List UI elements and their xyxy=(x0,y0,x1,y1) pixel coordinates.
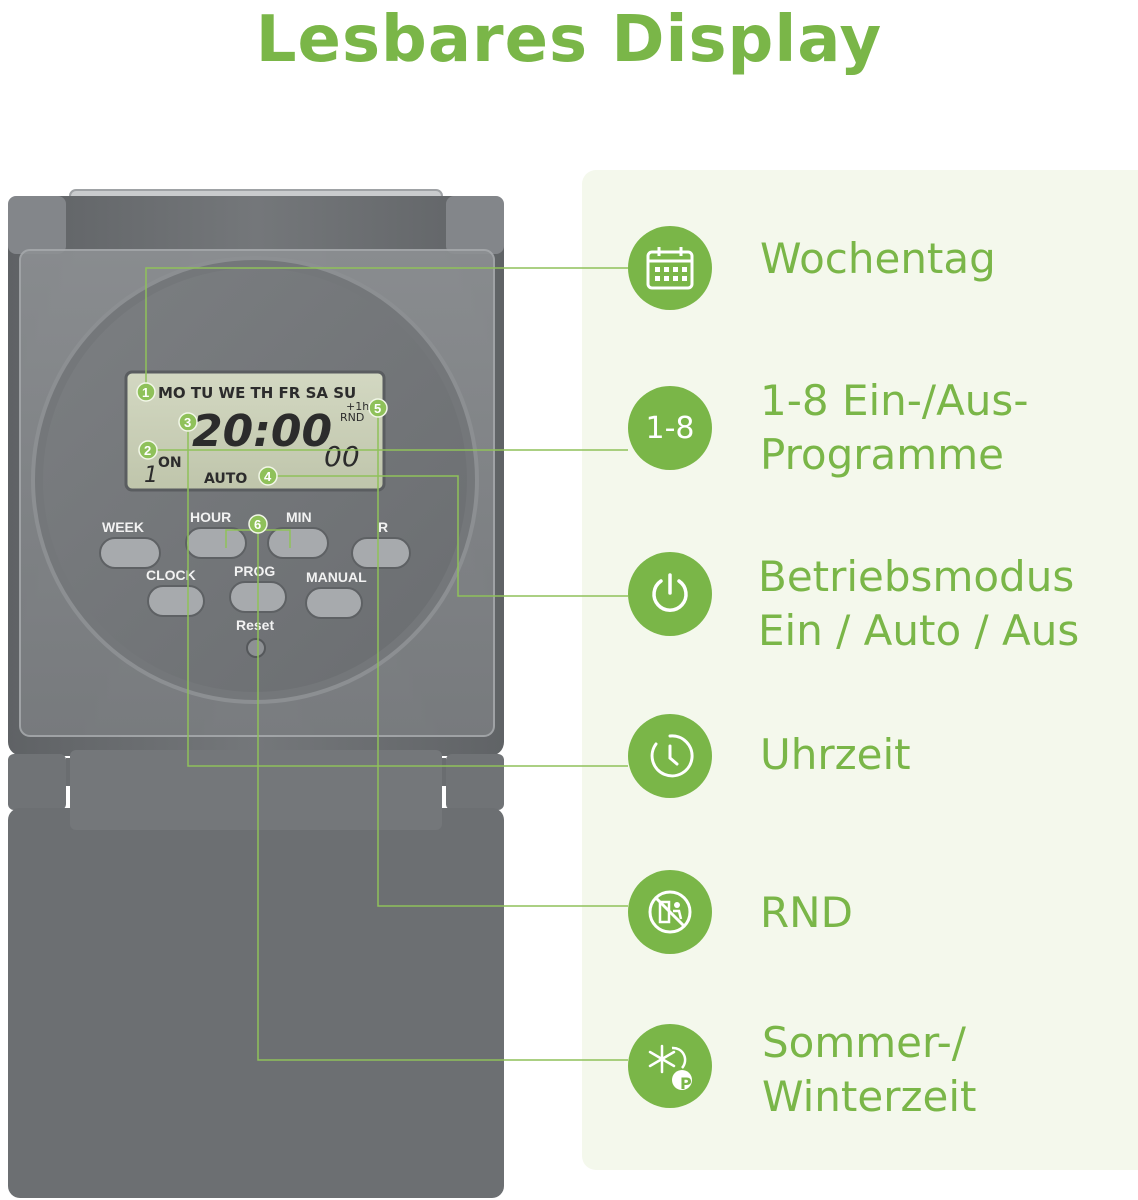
page-title: Lesbares Display xyxy=(255,3,883,77)
callout-line-6b xyxy=(257,524,628,1061)
program-count-icon-text: 1-8 xyxy=(645,410,695,446)
manual-button[interactable] xyxy=(305,587,363,619)
svg-text:6: 6 xyxy=(254,517,261,532)
svg-text:1: 1 xyxy=(142,385,149,400)
lcd-rnd: RND xyxy=(340,411,364,424)
lcd-screen xyxy=(124,370,386,492)
feature-2-line2: Programme xyxy=(760,430,1004,479)
reset-button[interactable] xyxy=(246,638,266,658)
hour-button[interactable] xyxy=(185,527,247,559)
button-label-week: WEEK xyxy=(102,519,144,535)
button-label-min: MIN xyxy=(286,509,312,525)
clock-icon xyxy=(628,714,712,798)
svg-text:3: 3 xyxy=(184,415,191,430)
feature-1-line1: Wochentag xyxy=(760,234,996,283)
socket-flap-inner xyxy=(70,750,442,830)
badge-6: 6 xyxy=(248,514,268,534)
callout-line-5 xyxy=(377,408,628,907)
feature-2-line1: 1-8 Ein-/Aus- xyxy=(760,376,1029,425)
summer-winter-icon: P xyxy=(628,1024,712,1108)
svg-text:5: 5 xyxy=(374,401,381,416)
callout-line-4 xyxy=(268,475,628,597)
lower-hinge-right xyxy=(446,754,504,810)
feature-label-programme: 1-8 Ein-/Aus- Programme xyxy=(760,374,1028,482)
badge-3: 3 xyxy=(178,412,198,432)
feature-label-sommer-winterzeit: Sommer-/ Winterzeit xyxy=(762,1016,977,1124)
feature-label-betriebsmodus: Betriebsmodus Ein / Auto / Aus xyxy=(758,550,1079,658)
lower-hinge-left xyxy=(8,754,66,810)
program-count-icon: 1-8 xyxy=(628,386,712,470)
badge-4: 4 xyxy=(258,466,278,486)
r-button[interactable] xyxy=(351,537,411,569)
socket-flap[interactable] xyxy=(8,808,504,1198)
button-label-manual: MANUAL xyxy=(306,569,367,585)
button-label-clock: CLOCK xyxy=(146,567,196,583)
callout-line-3 xyxy=(187,424,628,767)
feature-5-line1: RND xyxy=(760,888,853,937)
lcd-plus1h: +1h xyxy=(346,400,369,413)
feature-label-uhrzeit: Uhrzeit xyxy=(760,728,911,782)
corner-block-tl xyxy=(8,196,66,254)
feature-label-rnd: RND xyxy=(760,886,853,940)
svg-text:4: 4 xyxy=(264,469,272,484)
min-button[interactable] xyxy=(267,527,329,559)
lcd-seconds: 00 xyxy=(324,440,360,473)
feature-panel xyxy=(582,170,1138,1170)
lcd-days: MO TU WE TH FR SA SU xyxy=(158,384,356,402)
button-label-hour: HOUR xyxy=(190,509,231,525)
feature-label-wochentag: Wochentag xyxy=(760,232,996,286)
lcd-time: 20:00 xyxy=(192,406,332,457)
feature-4-line1: Uhrzeit xyxy=(760,730,911,779)
button-label-r: R xyxy=(378,519,388,535)
callout-line-1 xyxy=(145,267,628,392)
button-label-prog: PROG xyxy=(234,563,275,579)
random-mode-icon xyxy=(628,870,712,954)
badge-5: 5 xyxy=(368,398,388,418)
feature-3-line2: Ein / Auto / Aus xyxy=(758,606,1080,655)
feature-3-line1: Betriebsmodus xyxy=(758,552,1075,601)
button-label-reset: Reset xyxy=(236,617,274,633)
lcd-on: ON xyxy=(158,455,182,471)
feature-6-line1: Sommer-/ xyxy=(762,1018,966,1067)
summer-winter-icon-text: P xyxy=(680,1074,692,1093)
feature-6-line2: Winterzeit xyxy=(762,1072,977,1121)
badge-2: 2 xyxy=(138,440,158,460)
corner-block-tr xyxy=(446,196,504,254)
lcd-auto: AUTO xyxy=(204,471,247,487)
clock-button[interactable] xyxy=(147,585,205,617)
lcd-program-number: 1 xyxy=(144,463,158,488)
week-button[interactable] xyxy=(99,537,161,569)
svg-text:2: 2 xyxy=(144,443,151,458)
badge-1: 1 xyxy=(136,382,156,402)
power-icon xyxy=(628,552,712,636)
calendar-icon xyxy=(628,226,712,310)
